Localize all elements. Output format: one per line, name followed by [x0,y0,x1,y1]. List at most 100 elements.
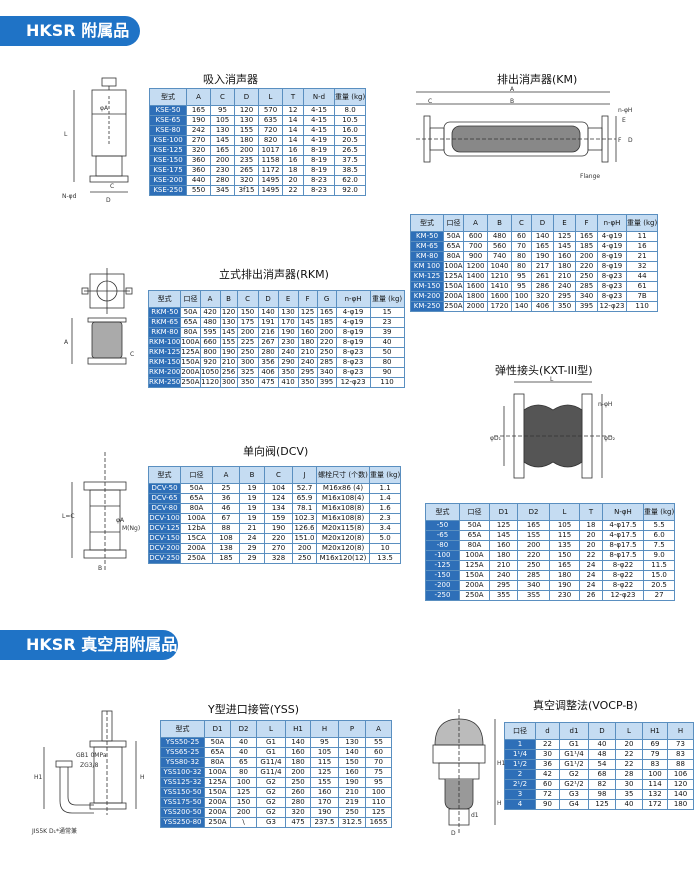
table-cell: 140 [667,789,694,800]
table-cell: 125 [365,807,392,818]
table-cell: 19 [239,493,265,504]
table-cell: 256 [219,367,238,378]
table-cell: 150 [230,797,257,808]
model-cell: RKM-80 [147,327,182,338]
table-cell: G4 [559,799,589,810]
table-cell: 16 [625,241,659,252]
table-cell: 80 [511,261,532,272]
model-cell: -200 [425,580,460,591]
column-header: H [667,722,694,740]
table-cell: 290 [277,357,299,368]
table-cell: 80A [204,757,231,768]
table-cell: 210 [489,560,518,571]
table-cell: 50A [459,520,490,531]
table-cell: 22 [535,739,560,750]
table-cell: 100A [180,513,213,524]
table-cell: 88 [212,523,240,534]
column-header: 型式 [425,503,460,521]
table-cell: 200A [443,291,464,302]
table-cell: 190 [549,580,580,591]
table-cell: 200A [204,797,231,808]
table-cell: 100A [443,261,464,272]
svg-text:B: B [510,98,514,105]
table-cell: 185 [212,553,240,564]
model-cell: YSS65-25 [160,747,205,758]
table-cell: 150A [204,787,231,798]
table-cell: 100A [180,337,201,348]
table-cell: 165 [186,105,211,116]
table-cell: M20x120(8) [316,543,370,554]
table-cell: 125 [310,767,339,778]
svg-text:H1: H1 [497,760,505,767]
table-cell: 40 [615,799,643,810]
table-cell: 200 [236,327,259,338]
table-cell: 286 [531,281,554,292]
column-header: 口径 [180,466,213,484]
table-cell: 220 [316,337,337,348]
table-cell: 54 [588,759,616,770]
table-cell: 18 [579,520,603,531]
table-cell: 50A [180,307,201,318]
table-cell: 260 [285,787,311,798]
model-cell: RKM-125 [147,347,182,358]
table-cell: 8-φ23 [335,347,371,358]
table-cell: 1655 [365,817,392,828]
table-cell: 16.0 [333,125,367,136]
model-cell: -125 [425,560,460,571]
table-cell: 700 [463,241,488,252]
table-cell: 1210 [487,271,512,282]
table-cell: 25 [212,483,240,494]
column-header: L [615,722,643,740]
model-cell: 2¹/2 [504,779,536,790]
table-cell: 125 [553,231,576,242]
table-cell: M16x108(8) [316,513,370,524]
table-cell: 230 [549,590,580,601]
table-cell: 8-φ17.5 [602,550,644,561]
table-cell: 125A [459,560,490,571]
column-header: 口径 [443,214,464,232]
table-cell: 125A [180,347,201,358]
table-cell: 132 [642,789,668,800]
model-cell: DCV-250 [148,553,181,564]
table-cell: 217 [531,261,554,272]
table-cell: G1 [256,747,286,758]
column-header: n-φH [335,290,371,308]
table-cell: 28 [615,769,643,780]
table-cell: 8-φ23 [597,291,627,302]
model-cell: 4 [504,799,536,810]
table-cell: 250A [204,817,231,828]
table-cell: 320 [285,807,311,818]
table-cell: 180 [489,550,518,561]
table-cell: 4-φ19 [597,231,627,242]
table-cell: 312.5 [338,817,366,828]
table-cell: 130 [277,307,299,318]
table-cell: 3.4 [368,523,402,534]
table-cell: 475 [257,377,279,388]
table-cell: 19 [239,503,265,514]
table-cell: 78.1 [292,503,317,514]
table-cell: 2.3 [368,513,402,524]
svg-text:n-φH: n-φH [598,401,612,408]
table-cell: 50A [443,231,464,242]
svg-text:φA: φA [100,105,109,112]
table-cell: 325 [236,367,259,378]
table-cell: 130 [219,317,238,328]
table-cell: 105 [310,747,339,758]
table-cell: 19 [239,513,265,524]
table-cell: G11/4 [256,767,286,778]
table-cell: 12-φ23 [602,590,644,601]
table-cell: 155 [234,125,259,136]
model-cell: KM-150 [410,281,444,292]
table-cell: 70 [365,757,392,768]
table-cell: 19 [239,483,265,494]
table-cell: 110 [625,301,659,312]
table-cell: G2 [256,787,286,798]
